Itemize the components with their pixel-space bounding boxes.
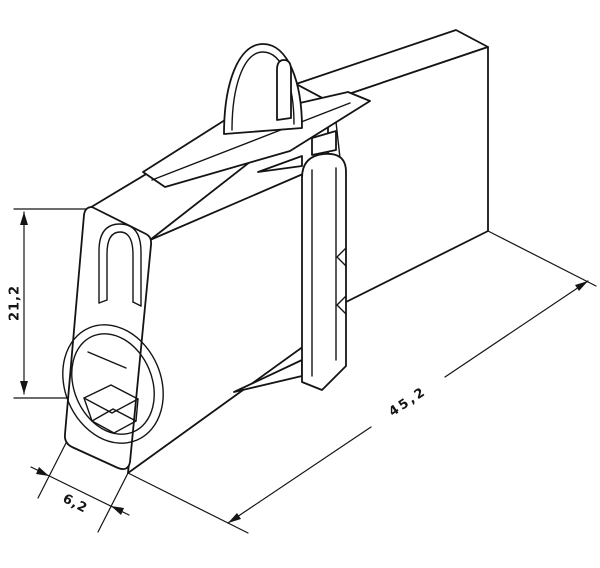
length-arrow-right xyxy=(575,281,588,291)
bore-inner-rib xyxy=(87,351,127,369)
length-dimension-line-right xyxy=(444,280,589,378)
dome-slot xyxy=(276,59,292,121)
bore-terminal-side-walls xyxy=(83,397,139,422)
height-extension-lines xyxy=(13,208,87,399)
cable-bore xyxy=(62,324,164,444)
depth-extension-lines xyxy=(37,442,129,533)
top-slot-inner-wall xyxy=(106,231,134,303)
dimension-height-label: 21,2 xyxy=(8,285,23,321)
length-arrow-left xyxy=(228,513,241,523)
depth-arrow-left xyxy=(36,467,49,476)
latch-notch-lower xyxy=(336,295,347,315)
length-dimension-line-left xyxy=(227,426,372,524)
bore-outer-edge xyxy=(62,324,164,444)
top-slot-bottom-edges xyxy=(98,299,142,307)
latch-upper-wing xyxy=(257,155,303,173)
snap-clip-dome xyxy=(223,43,303,135)
top-slot-outer-wall xyxy=(98,223,142,307)
bore-inner-edge xyxy=(71,333,155,435)
side-latch xyxy=(233,130,347,393)
latch-bar xyxy=(301,152,347,391)
latch-notch-upper xyxy=(336,247,347,267)
dimension-length-label: 45,2 xyxy=(386,384,429,420)
front-face xyxy=(62,206,164,471)
latch-upper-tab xyxy=(311,130,337,156)
flange-thickness-edge xyxy=(151,102,351,181)
latch-bar-thickness-lines xyxy=(311,167,337,377)
top-slot xyxy=(98,223,142,307)
height-arrow-bottom xyxy=(20,381,28,394)
height-arrow-top xyxy=(20,212,28,225)
dimension-height: 21,2 xyxy=(8,208,87,399)
depth-arrow-right xyxy=(111,506,124,515)
dimension-depth-label: 6,2 xyxy=(60,491,90,516)
